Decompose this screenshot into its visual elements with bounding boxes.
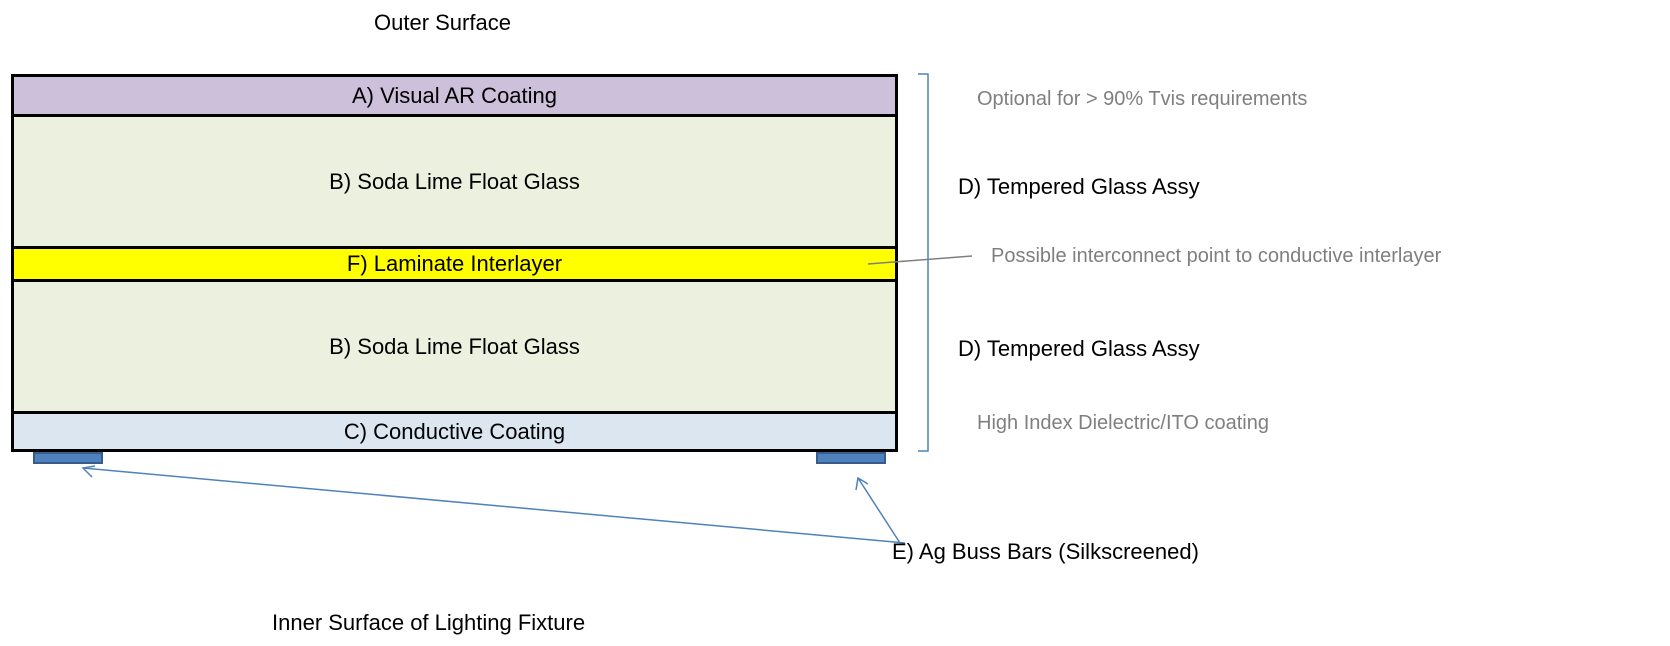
conductive-coating-layer: C) Conductive Coating — [11, 411, 898, 452]
ar-coating-layer: A) Visual AR Coating — [11, 74, 898, 117]
interconnect-note: Possible interconnect point to conductiv… — [991, 245, 1442, 267]
inner-surface-label: Inner Surface of Lighting Fixture — [272, 610, 586, 635]
buss-bar-left — [33, 452, 103, 464]
interlayer-label: F) Laminate Interlayer — [346, 251, 563, 276]
glass-bottom-label: B) Soda Lime Float Glass — [329, 333, 580, 359]
glass-top-label: B) Soda Lime Float Glass — [329, 168, 580, 194]
high-index-note: High Index Dielectric/ITO coating — [977, 412, 1269, 434]
buss-leader-right — [857, 477, 901, 544]
buss-leader-left — [82, 467, 906, 544]
ar-coating-label: A) Visual AR Coating — [351, 82, 558, 108]
tempered-glass-top-label: D) Tempered Glass Assy — [958, 174, 1200, 199]
buss-bar-right — [816, 452, 886, 464]
interconnect-leader — [867, 255, 973, 265]
bracket-icon — [918, 73, 929, 452]
tempered-glass-bottom-label: D) Tempered Glass Assy — [958, 336, 1200, 361]
buss-bars-label: E) Ag Buss Bars (Silkscreened) — [892, 539, 1199, 564]
optional-note: Optional for > 90% Tvis requirements — [977, 88, 1308, 110]
glass-layer-top: B) Soda Lime Float Glass — [11, 114, 898, 249]
arrow-icon — [81, 465, 96, 478]
conductive-label: C) Conductive Coating — [343, 418, 566, 444]
outer-surface-label: Outer Surface — [374, 10, 511, 35]
arrow-icon — [855, 476, 869, 491]
